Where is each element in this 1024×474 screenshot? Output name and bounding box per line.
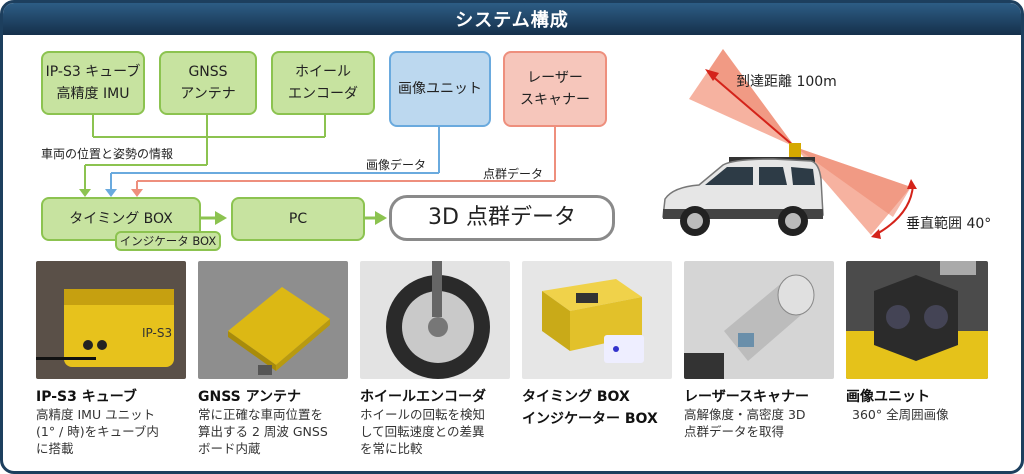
caption-desc-encoder: ホイールの回転を検知 して回転速度との差異 を常に比較 [360,407,486,456]
laser-scanner-photo [684,261,834,379]
vehicle-scan-illustration [662,49,917,239]
vertical-range-label: 垂直範囲 40° [906,216,992,232]
laser-scanner-box: レーザー スキャナー [503,51,607,127]
page-title: システム構成 [455,10,569,31]
arrow-to-result [375,211,387,225]
camera-unit-box: 画像ユニット [389,51,491,127]
caption-desc-scanner: 高解像度・高密度 3D 点群データを取得 [684,407,806,439]
caption-title-encoder: ホイールエンコーダ [360,389,486,405]
header-bar: システム構成 [3,3,1021,35]
arrow-head-blue [105,189,117,197]
indicator-box: インジケータ BOX [115,231,221,251]
timing-box-photo [522,261,672,379]
encoder-box: ホイール エンコーダ [271,51,375,115]
connector-lines [79,113,556,225]
timing-box-label: タイミング BOX [69,211,173,227]
caption-title-imu: IP-S3 キューブ [36,389,137,405]
image-data-label: 画像データ [366,158,427,172]
scan-beam-lower [795,147,911,235]
vehicle-info-label: 車両の位置と姿勢の情報 [41,147,174,161]
gnss-antenna-photo [198,261,348,379]
svg-text:IP-S3: IP-S3 [142,326,172,340]
point-cloud-result-box: 3D 点群データ [389,195,615,241]
point-data-label: 点群データ [483,167,544,181]
caption-title-gnss: GNSS アンテナ [198,389,302,405]
arrow-head-pink [131,189,143,197]
vertical-range-arc [874,184,914,236]
caption-desc-gnss: 常に正確な車両位置を 算出する 2 周波 GNSS ボード内蔵 [198,407,328,456]
arrow-to-pc [215,211,227,225]
wheel-encoder-photo [360,261,510,379]
arrow-head-green [79,189,91,197]
imu-box: IP-S3 キューブ 高精度 IMU [41,51,145,115]
range-distance-label: 到達距離 100m [736,74,837,90]
caption-desc-camera: 360° 全周囲画像 [852,407,949,422]
caption-title-timing: タイミング BOX インジケーター BOX [522,389,658,427]
camera-unit-photo [846,261,988,379]
caption-title-camera: 画像ユニット [846,389,930,405]
gnss-box: GNSS アンテナ [159,51,257,115]
survey-vehicle [662,143,824,236]
range-arrow-head [705,69,719,81]
pc-box: PC [231,197,365,241]
caption-desc-imu: 高精度 IMU ユニット (1° / 時)をキューブ内 に搭載 [36,407,159,456]
imu-cube-photo: IP-S3 [36,261,186,379]
caption-title-scanner: レーザースキャナー [684,389,810,405]
